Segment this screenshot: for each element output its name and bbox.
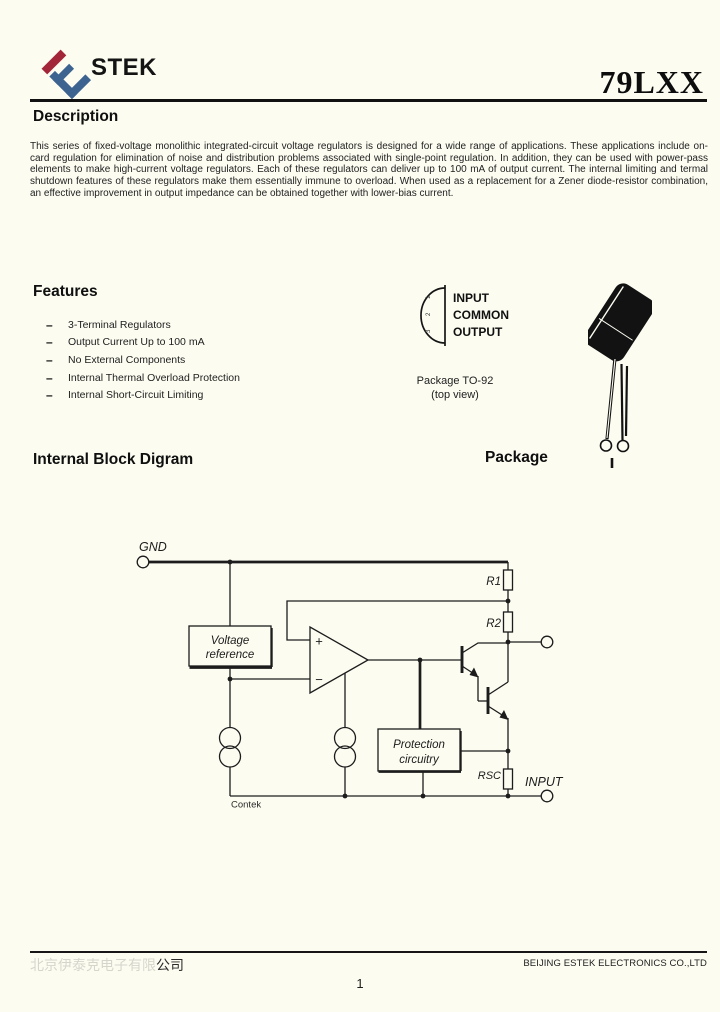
to92-topview-diagram: 1 2 3 INPUT COMMON OUTPUT bbox=[420, 285, 509, 346]
part-number-title: 79LXX bbox=[599, 64, 704, 100]
description-paragraph: This series of fixed-voltage monolithic … bbox=[30, 141, 708, 199]
current-source-icon bbox=[218, 726, 242, 750]
description-heading: Description bbox=[33, 108, 119, 125]
voltage-reference-label-line1: Voltage bbox=[211, 635, 250, 647]
pin-label-common: COMMON bbox=[453, 308, 509, 322]
opamp-symbol bbox=[309, 625, 370, 695]
bullet-dash-icon: – bbox=[46, 388, 53, 403]
opamp-minus-sign: − bbox=[315, 672, 323, 687]
gnd-label: GND bbox=[139, 540, 167, 554]
stek-logo-icon bbox=[41, 49, 92, 100]
pin-number: 2 bbox=[426, 312, 432, 316]
to92-package-3d-drawing bbox=[588, 283, 652, 468]
footer-company-chinese: 北京伊泰克电子有限公司 bbox=[30, 955, 184, 975]
feature-label: Output Current Up to 100 mA bbox=[68, 336, 205, 349]
rsc-label: RSC bbox=[478, 770, 501, 782]
r1-label: R1 bbox=[486, 576, 501, 588]
bullet-dash-icon: – bbox=[46, 335, 53, 350]
feature-label: Internal Thermal Overload Protection bbox=[68, 371, 240, 384]
feature-item: – No External Components bbox=[46, 351, 366, 369]
pin-number: 3 bbox=[426, 329, 432, 333]
features-heading: Features bbox=[33, 283, 98, 300]
internal-block-diagram: GND Voltage reference Contek + − Protect… bbox=[136, 540, 564, 811]
footer-company-english: BEIJING ESTEK ELECTRONICS CO.,LTD bbox=[523, 958, 707, 969]
topview-caption: Package TO-92 (top view) bbox=[395, 374, 515, 402]
bullet-dash-icon: – bbox=[46, 370, 53, 385]
bullet-dash-icon: – bbox=[46, 352, 53, 367]
opamp-plus-sign: + bbox=[315, 634, 323, 649]
current-source-icon bbox=[333, 726, 357, 750]
output-terminal bbox=[540, 635, 554, 649]
current-source-icon bbox=[218, 745, 242, 768]
footer-company-chinese-suffix: 公司 bbox=[156, 957, 184, 973]
voltage-reference-label-line2: reference bbox=[206, 649, 255, 661]
watermark-text: Contek bbox=[231, 800, 261, 811]
resistor-r1 bbox=[502, 569, 514, 591]
feature-label: 3-Terminal Regulators bbox=[68, 318, 171, 331]
feature-label: No External Components bbox=[68, 353, 186, 366]
feature-item: – 3-Terminal Regulators bbox=[46, 316, 366, 334]
topview-caption-line1: Package TO-92 bbox=[416, 375, 494, 387]
current-source-icon bbox=[333, 745, 357, 768]
pin-number: 1 bbox=[426, 295, 432, 299]
feature-item: – Output Current Up to 100 mA bbox=[46, 334, 366, 352]
pin-label-input: INPUT bbox=[453, 291, 490, 305]
features-list: – 3-Terminal Regulators – Output Current… bbox=[46, 316, 366, 404]
brand-name: STEK bbox=[91, 54, 158, 81]
pin-label-output: OUTPUT bbox=[453, 325, 503, 339]
feature-item: – Internal Thermal Overload Protection bbox=[46, 369, 366, 387]
protection-label-line2: circuitry bbox=[399, 754, 440, 766]
resistor-r2 bbox=[502, 611, 514, 633]
topview-caption-line2: (top view) bbox=[431, 389, 479, 401]
feature-label: Internal Short-Circuit Limiting bbox=[68, 389, 204, 402]
block-diagram-heading: Internal Block Digram bbox=[33, 451, 194, 468]
footer-company-chinese-faded: 北京伊泰克电子有限 bbox=[30, 957, 156, 973]
input-terminal bbox=[540, 789, 554, 803]
r2-label: R2 bbox=[486, 618, 501, 630]
page-number: 1 bbox=[356, 976, 364, 991]
input-label: INPUT bbox=[525, 775, 564, 789]
footer-rule bbox=[30, 951, 707, 953]
feature-item: – Internal Short-Circuit Limiting bbox=[46, 386, 366, 404]
bullet-dash-icon: – bbox=[46, 317, 53, 332]
resistor-rsc bbox=[502, 768, 514, 790]
gnd-terminal bbox=[136, 555, 150, 569]
protection-label-line1: Protection bbox=[393, 739, 445, 751]
package-heading: Package bbox=[485, 449, 548, 466]
header-rule bbox=[30, 99, 707, 102]
